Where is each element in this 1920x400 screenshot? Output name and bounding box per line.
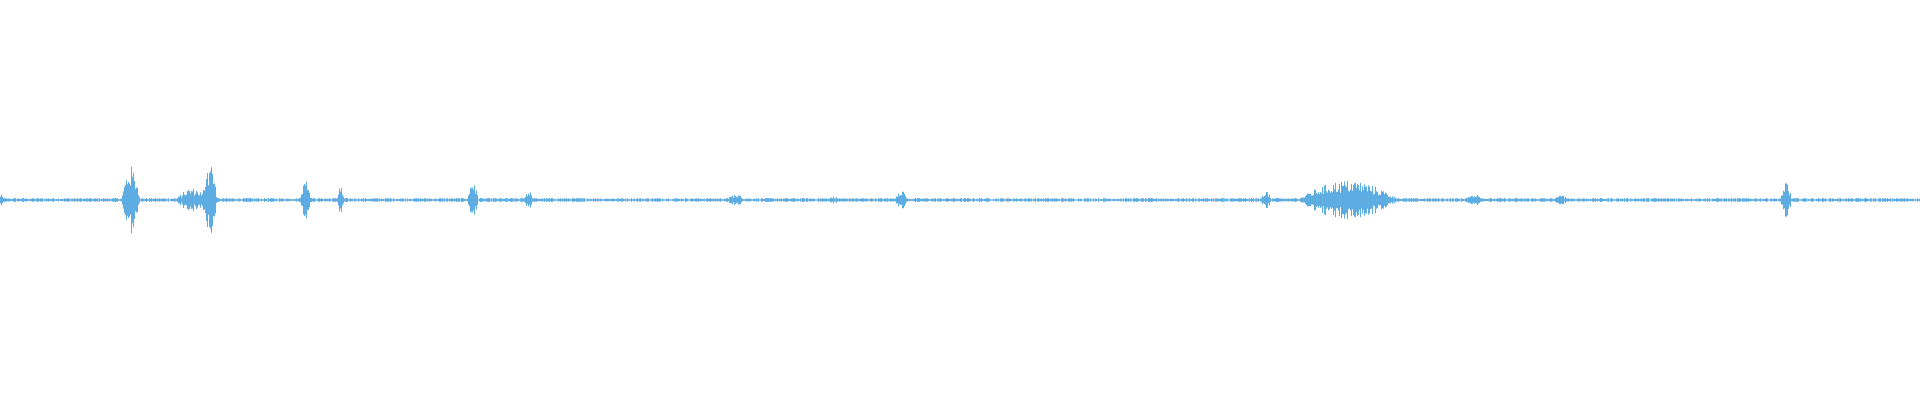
waveform-bars — [0, 166, 1920, 234]
